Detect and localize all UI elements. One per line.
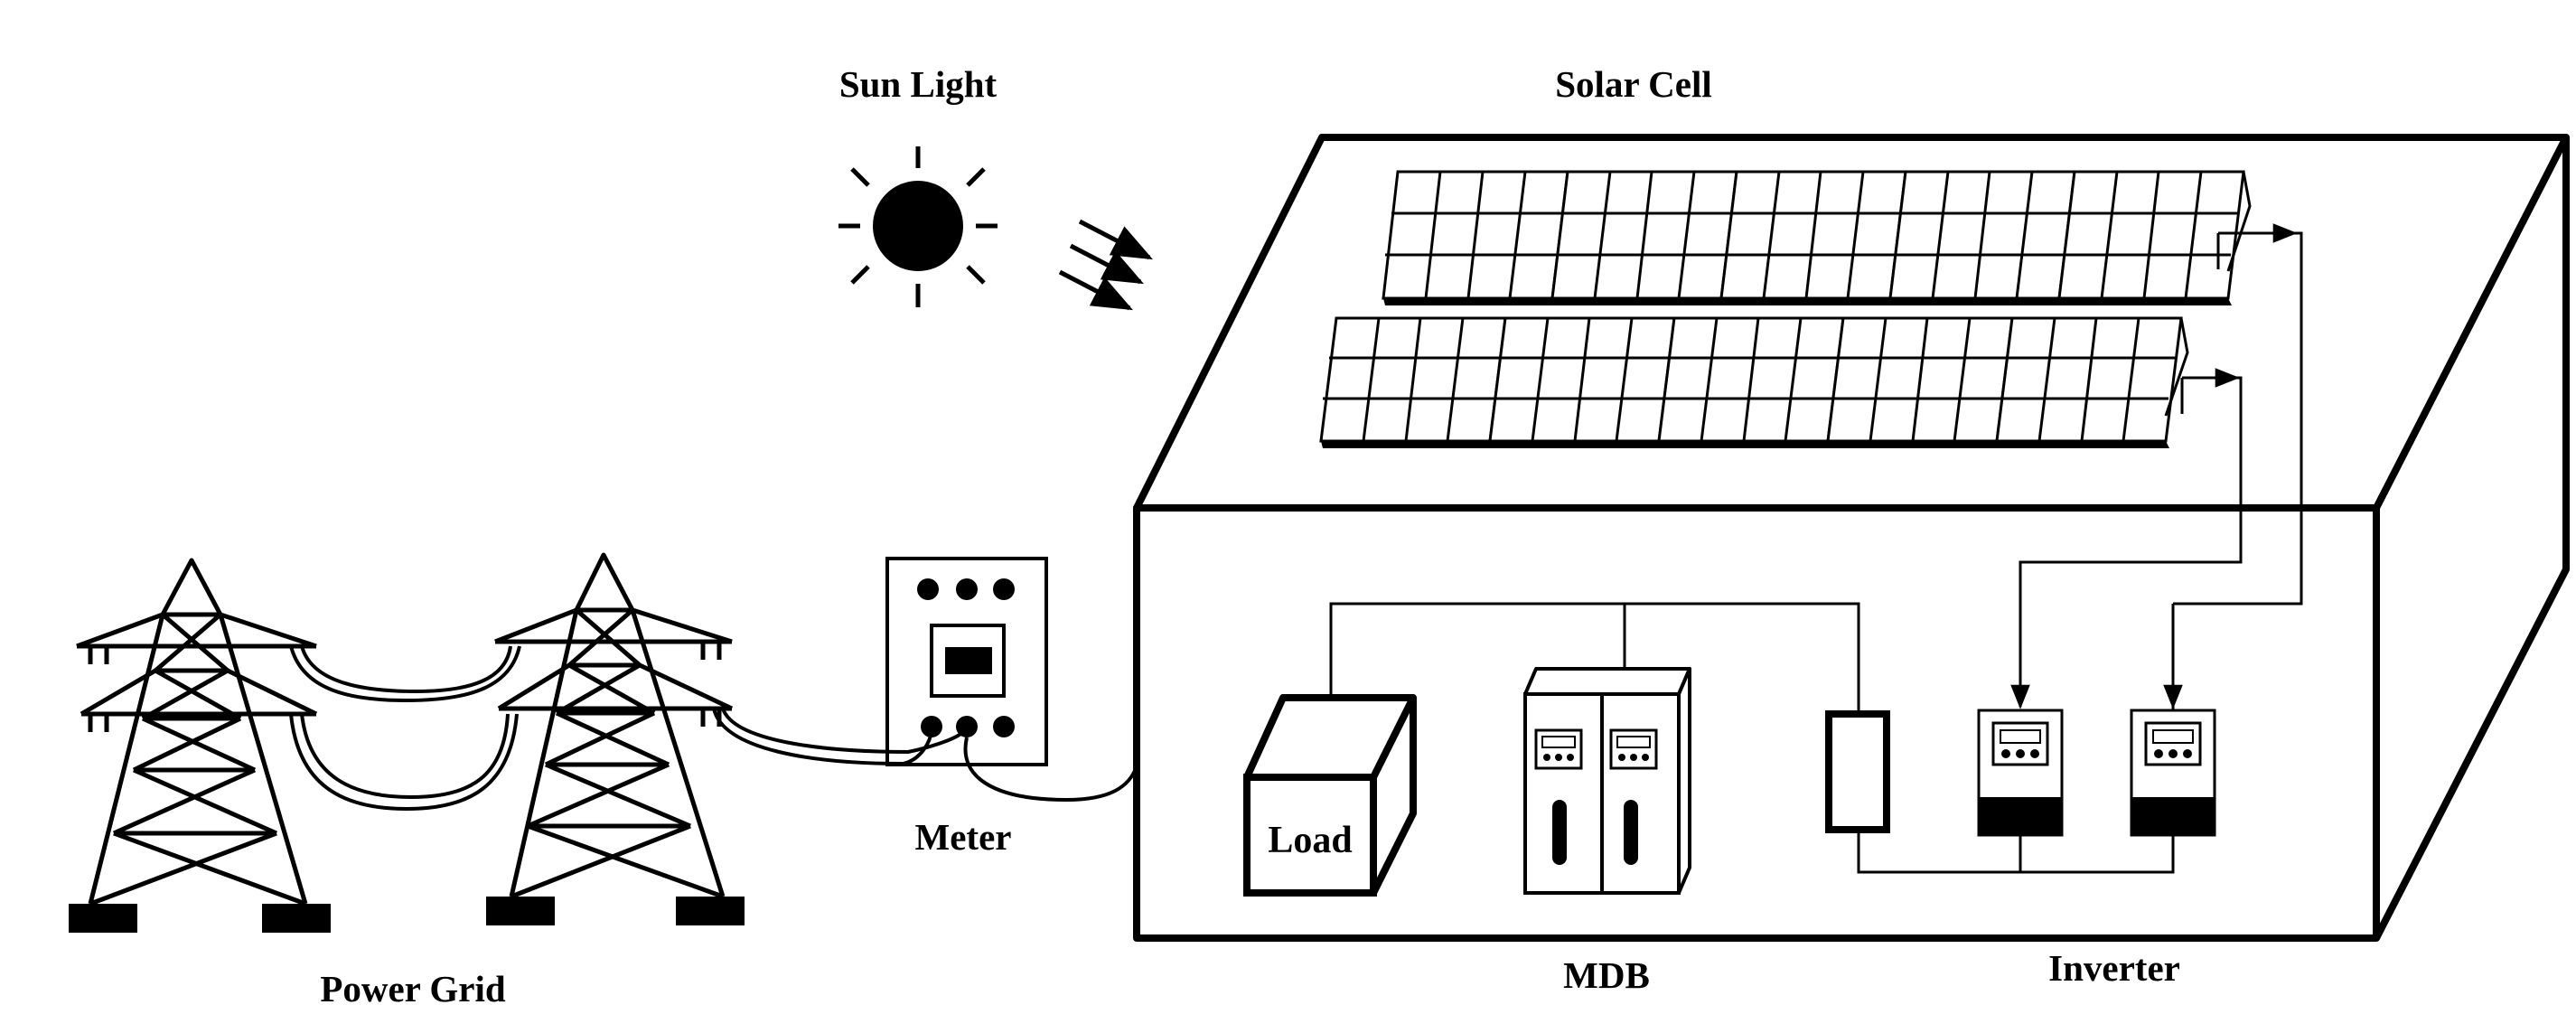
solar-cell-label: Solar Cell bbox=[1555, 63, 1712, 105]
sun-light-label: Sun Light bbox=[839, 63, 998, 105]
solar-panel-icon bbox=[1382, 170, 1569, 300]
solar-panel-icon bbox=[2057, 170, 2245, 300]
sun-ray-arrows bbox=[1058, 219, 1153, 311]
meter-icon bbox=[885, 557, 1048, 766]
load-box-icon: Load bbox=[1243, 694, 1417, 897]
solar-panel-icon bbox=[1826, 316, 2014, 443]
solar-panel-row-bottom bbox=[1319, 316, 2189, 448]
solar-panel-row-top bbox=[1382, 170, 2252, 305]
inverter-icon bbox=[2130, 709, 2216, 837]
mdb-label: MDB bbox=[1563, 954, 1650, 996]
solar-panel-icon bbox=[1657, 316, 1845, 443]
load-label: Load bbox=[1268, 820, 1352, 861]
solar-panel-icon bbox=[1319, 316, 1507, 443]
transmission-tower-icon bbox=[486, 552, 745, 925]
mdb-cabinet-icon bbox=[1523, 667, 1691, 895]
solar-panel-icon bbox=[1488, 316, 1676, 443]
sun-icon bbox=[838, 146, 998, 307]
power-grid-label: Power Grid bbox=[320, 968, 506, 1010]
solar-panel-icon bbox=[1719, 170, 1907, 300]
transmission-tower-icon bbox=[69, 558, 331, 933]
ac-bus-wiring bbox=[1329, 602, 2175, 874]
fuse-icon bbox=[1825, 710, 1890, 833]
solar-panel-icon bbox=[1888, 170, 2076, 300]
inverter-icon bbox=[1977, 709, 2064, 837]
power-lines bbox=[289, 645, 967, 812]
meter-to-building-cable bbox=[963, 737, 1138, 803]
dc-wiring bbox=[2010, 223, 2303, 712]
building-box bbox=[1133, 134, 2570, 942]
solar-panel-icon bbox=[1995, 316, 2183, 443]
meter-label: Meter bbox=[915, 816, 1012, 858]
inverter-label: Inverter bbox=[2048, 947, 2180, 989]
solar-panel-icon bbox=[1550, 170, 1738, 300]
